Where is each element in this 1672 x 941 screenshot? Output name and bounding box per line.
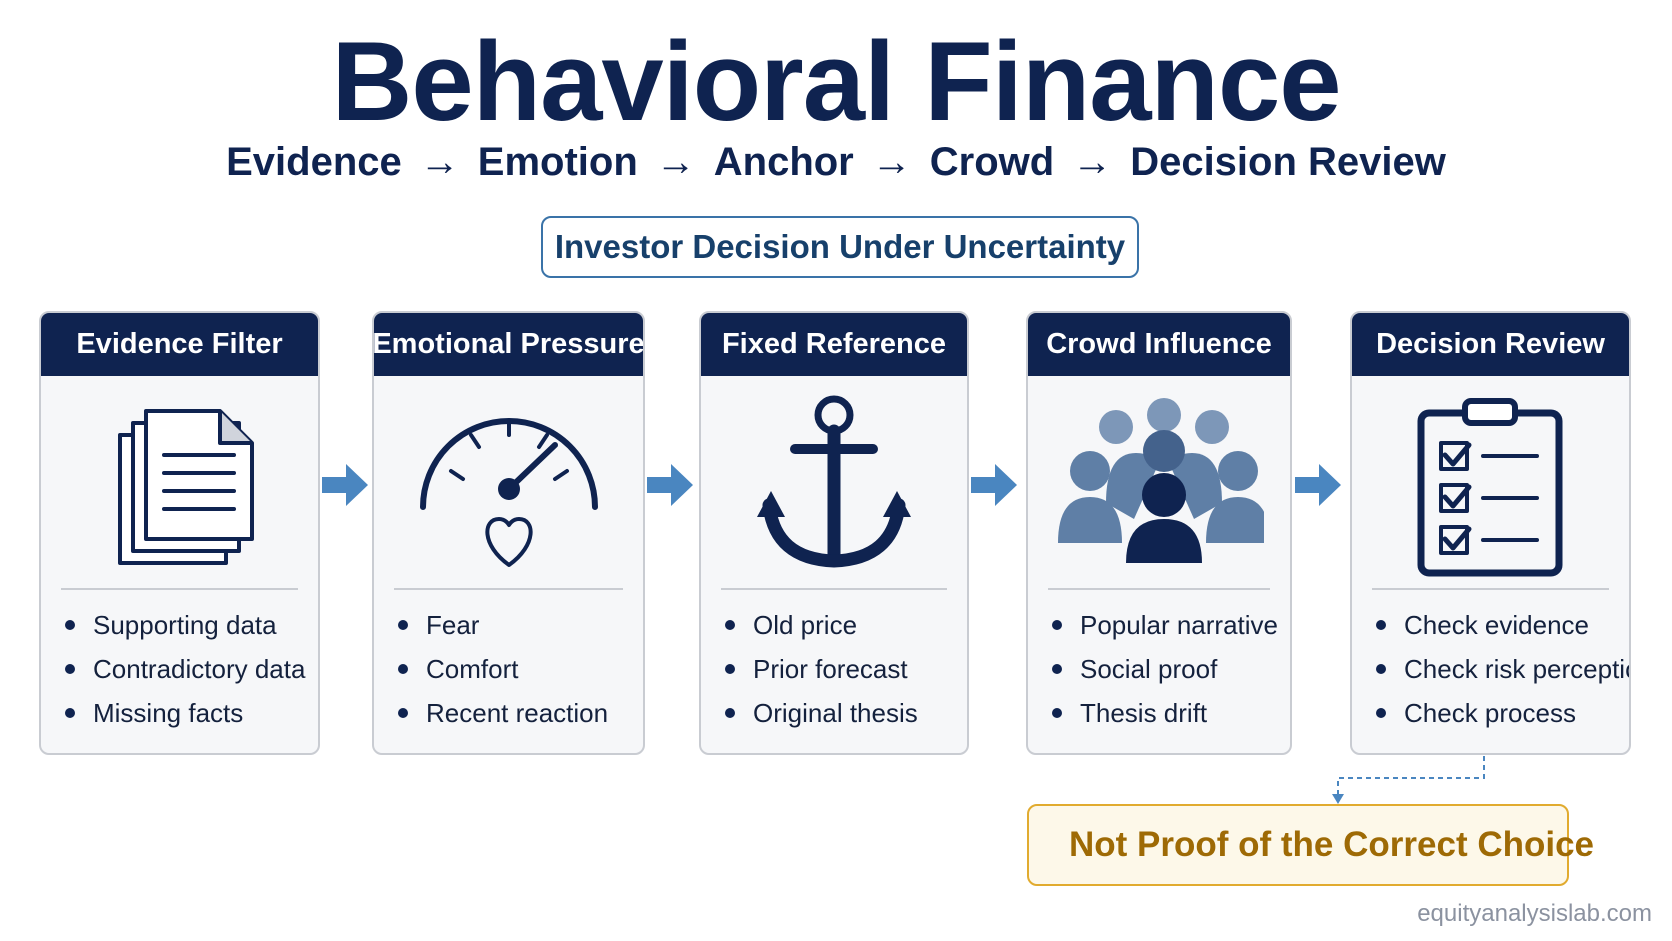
list-item-label: Contradictory data — [93, 653, 306, 684]
list-item-label: Supporting data — [93, 609, 277, 640]
arrow-right-icon — [322, 464, 368, 506]
bullet-icon — [1376, 620, 1386, 630]
list-item: Original thesis — [725, 691, 959, 735]
list-item: Popular narrative — [1052, 603, 1282, 647]
clipboard-checklist-icon — [1352, 393, 1629, 753]
bullet-icon — [398, 620, 408, 630]
list-item-label: Old price — [753, 609, 858, 640]
bullet-icon — [65, 708, 75, 718]
warning-text: Not Proof of the Correct Choice — [1069, 825, 1595, 864]
bullet-icon — [1052, 664, 1062, 674]
bullet-icon — [725, 620, 735, 630]
list-item-label: Check process — [1404, 697, 1576, 728]
arrow-right-icon — [971, 464, 1017, 506]
flow-arrow-icon: → — [1072, 140, 1113, 184]
card-title: Decision Review — [1352, 313, 1629, 376]
card-decision-review: Decision Review Check evidence Check ris… — [1350, 311, 1631, 755]
list-item-label: Recent reaction — [426, 697, 609, 728]
list-item-label: Check risk perception — [1404, 653, 1631, 684]
footer-url[interactable]: equityanalysislab.com — [1417, 900, 1652, 927]
list-item-label: Missing facts — [93, 697, 244, 728]
documents-icon — [41, 393, 318, 753]
card-bullet-list: Fear Comfort Recent reaction — [398, 603, 635, 735]
bullet-icon — [65, 664, 75, 674]
list-item-label: Check evidence — [1404, 609, 1589, 640]
list-item-label: Fear — [426, 609, 480, 640]
flow-step-anchor: Anchor — [713, 140, 854, 184]
gauge-heart-icon — [374, 393, 643, 753]
dashed-connector — [1332, 756, 1485, 804]
card-divider — [1048, 588, 1270, 590]
card-bullet-list: Supporting data Contradictory data Missi… — [65, 603, 310, 735]
flow-arrow-icon: → — [871, 140, 912, 184]
card-emotional-pressure: Emotional Pressure Fear Comfort Recent r… — [372, 311, 645, 755]
list-item-label: Social proof — [1080, 653, 1218, 684]
list-item-label: Prior forecast — [753, 653, 908, 684]
card-divider — [721, 588, 947, 590]
list-item: Thesis drift — [1052, 691, 1282, 735]
subtitle-badge: Investor Decision Under Uncertainty — [541, 216, 1139, 278]
arrow-right-icon — [647, 464, 693, 506]
list-item-label: Thesis drift — [1080, 697, 1208, 728]
list-item: Check risk perception — [1376, 647, 1629, 691]
card-title: Emotional Pressure — [374, 313, 643, 376]
anchor-icon — [701, 393, 967, 753]
list-item-label: Popular narrative — [1080, 609, 1278, 640]
flow-step-evidence: Evidence — [226, 140, 402, 184]
page-title: Behavioral Finance — [331, 19, 1341, 144]
list-item: Social proof — [1052, 647, 1282, 691]
list-item: Missing facts — [65, 691, 310, 735]
bullet-icon — [1376, 708, 1386, 718]
bullet-icon — [398, 664, 408, 674]
bullet-icon — [398, 708, 408, 718]
card-evidence-filter: Evidence Filter Supporting data Contradi… — [39, 311, 320, 755]
list-item: Fear — [398, 603, 635, 647]
list-item-label: Comfort — [426, 653, 519, 684]
bullet-icon — [1376, 664, 1386, 674]
flow-arrow-icon: → — [655, 140, 696, 184]
bullet-icon — [65, 620, 75, 630]
card-bullet-list: Old price Prior forecast Original thesis — [725, 603, 959, 735]
bullet-icon — [1052, 620, 1062, 630]
card-title: Crowd Influence — [1028, 313, 1290, 376]
list-item: Contradictory data — [65, 647, 310, 691]
list-item: Check process — [1376, 691, 1621, 735]
bullet-icon — [725, 664, 735, 674]
list-item: Supporting data — [65, 603, 310, 647]
list-item: Old price — [725, 603, 959, 647]
card-divider — [61, 588, 298, 590]
flow-summary: Evidence → Emotion → Anchor → Crowd → De… — [0, 140, 1672, 185]
warning-box: Not Proof of the Correct Choice — [1027, 804, 1594, 886]
list-item: Comfort — [398, 647, 635, 691]
flow-step-crowd: Crowd — [929, 140, 1055, 184]
flow-step-emotion: Emotion — [477, 140, 638, 184]
flow-arrow-icon: → — [419, 140, 460, 184]
card-fixed-reference: Fixed Reference Old price Prior forecast… — [699, 311, 969, 755]
bullet-icon — [1052, 708, 1062, 718]
list-item-label: Original thesis — [753, 697, 918, 728]
crowd-icon — [1028, 393, 1290, 753]
list-item: Prior forecast — [725, 647, 959, 691]
list-item: Recent reaction — [398, 691, 635, 735]
card-bullet-list: Popular narrative Social proof Thesis dr… — [1052, 603, 1282, 735]
card-divider — [394, 588, 623, 590]
arrow-right-icon — [1295, 464, 1341, 506]
list-item: Check evidence — [1376, 603, 1621, 647]
bullet-icon — [725, 708, 735, 718]
card-bullet-list: Check evidence Check risk perception Che… — [1376, 603, 1629, 735]
flow-step-decision-review: Decision Review — [1130, 140, 1446, 184]
card-crowd-influence: Crowd Influence — [1026, 311, 1292, 755]
card-divider — [1372, 588, 1609, 590]
card-title: Evidence Filter — [41, 313, 318, 376]
card-title: Fixed Reference — [701, 313, 967, 376]
